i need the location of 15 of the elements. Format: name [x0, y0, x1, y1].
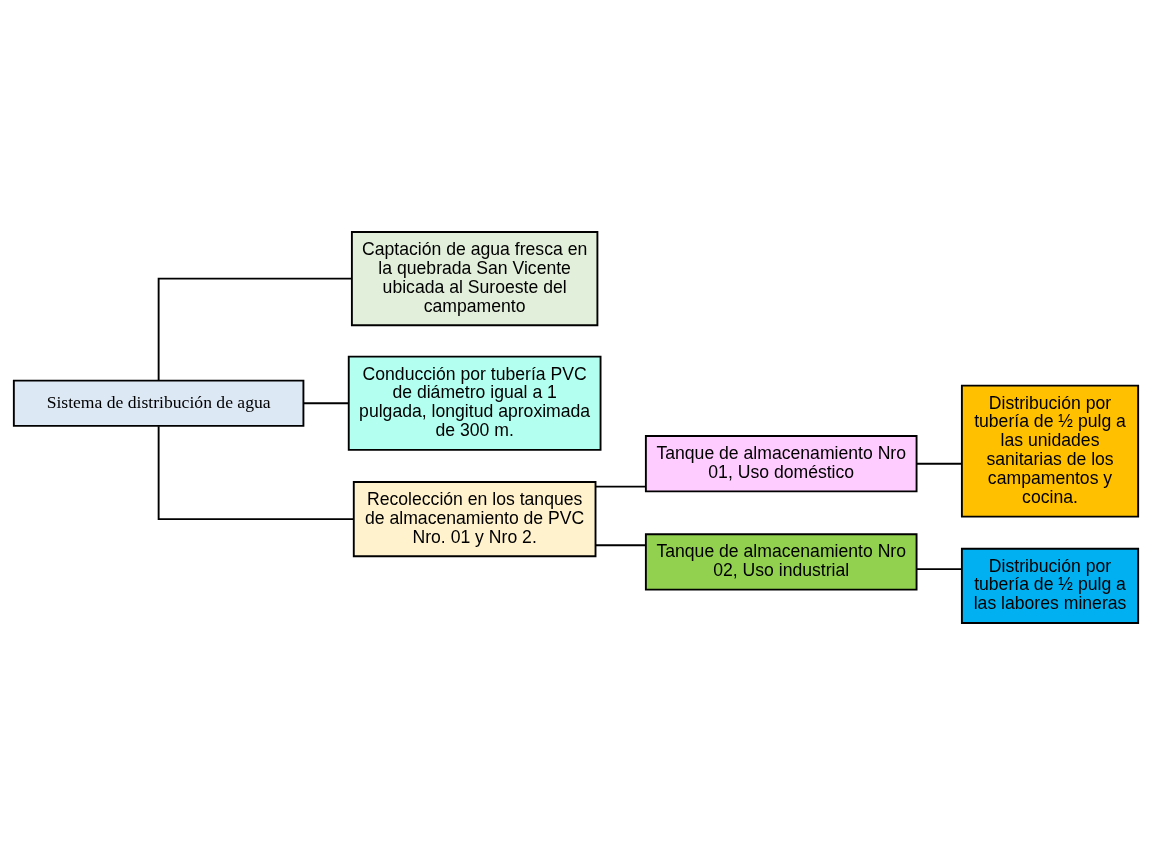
node-box: Tanque de almacenamiento Nro 02, Uso industrial: [644, 533, 918, 591]
connector: [302, 402, 350, 405]
node-box: Conducción por tubería PVC de diámetro igual a 1 pulgada, longitud aproximada de 300 m.: [347, 355, 602, 451]
node-box: Captación de agua fresca en la quebrada San Vicente ubicada al Suroeste del campamento: [350, 231, 599, 327]
node-box: Recolección en los tanques de almacenamiento de PVC Nro. 01 y Nro 2.: [352, 481, 597, 558]
connector: [594, 485, 647, 488]
connector: [594, 544, 647, 547]
connector: [915, 462, 963, 465]
node-box: Sistema de distribución de agua: [12, 379, 305, 427]
node-box: Distribución por tubería de ½ pulg a las labores mineras: [960, 547, 1140, 624]
connector: [915, 568, 963, 571]
node-box: Tanque de almacenamiento Nro 01, Uso doméstico: [644, 435, 918, 493]
connector: [157, 425, 355, 521]
connector: [157, 277, 353, 382]
node-box: Distribución por tubería de ½ pulg a las unidades sanitarias de los campamentos y cocina.: [960, 384, 1140, 518]
